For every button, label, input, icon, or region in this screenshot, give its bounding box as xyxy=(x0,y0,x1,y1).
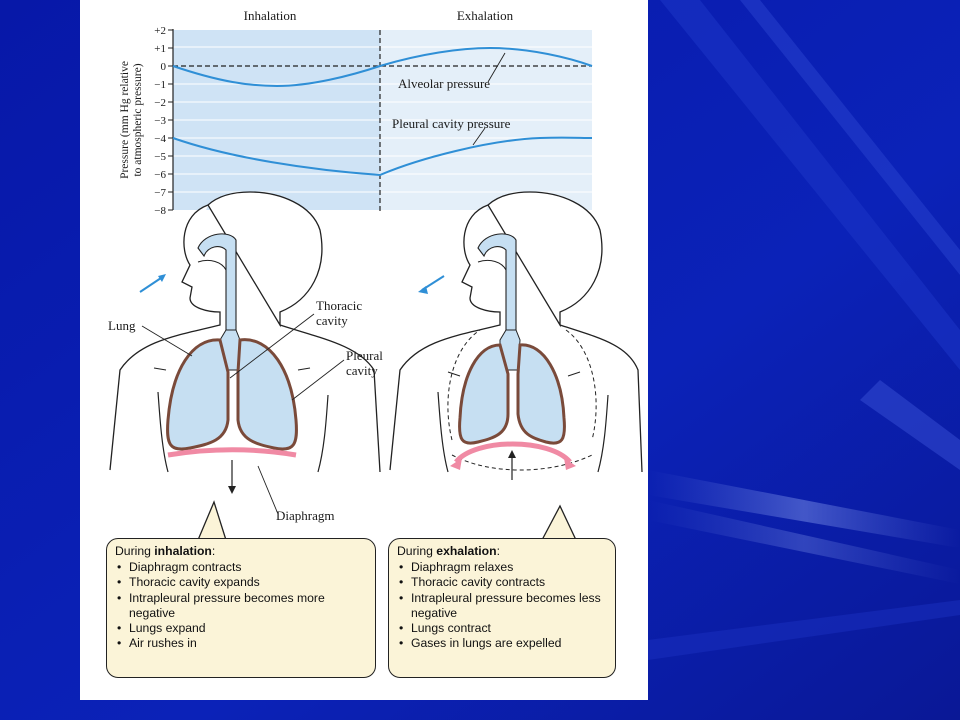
title-prefix: During xyxy=(397,544,437,558)
exhale-left-lung xyxy=(458,343,510,445)
header-exhalation: Exhalation xyxy=(457,8,514,23)
lung-leader-line xyxy=(141,325,193,357)
respiration-diagram: +2 +1 0 −1 −2 −3 −4 −5 −6 −7 −8 Pressure… xyxy=(108,8,643,541)
pleural-pressure-curve xyxy=(172,136,593,177)
exhale-arm-right xyxy=(597,394,609,473)
pressure-graph: +2 +1 0 −1 −2 −3 −4 −5 −6 −7 −8 Pressure… xyxy=(119,8,593,217)
label-diaphragm: Diaphragm xyxy=(276,508,334,523)
header-inhalation: Inhalation xyxy=(244,8,297,23)
inhale-diaphragm xyxy=(167,447,297,458)
list-item: Lungs contract xyxy=(397,621,607,636)
tick-label: −6 xyxy=(154,169,166,181)
label-thoracic-line2: cavity xyxy=(316,313,348,328)
inhale-right-lung xyxy=(236,338,298,451)
y-tick-labels: +2 +1 0 −1 −2 −3 −4 −5 −6 −7 −8 xyxy=(154,25,166,217)
exhale-expanded-outline xyxy=(447,329,597,441)
alveolar-pressure-label: Alveolar pressure xyxy=(398,76,490,91)
pleural-leader-line xyxy=(472,127,486,146)
label-pleural-line1: Pleural xyxy=(346,348,383,363)
exhale-mouth xyxy=(477,259,507,271)
title-prefix: During xyxy=(115,544,155,558)
list-item: Thoracic cavity contracts xyxy=(397,575,607,590)
exhalation-callout-title: During exhalation: xyxy=(397,544,607,559)
label-lung: Lung xyxy=(108,318,136,333)
tick-label: −4 xyxy=(154,133,166,145)
list-item: Intrapleural pressure becomes less negat… xyxy=(397,591,607,621)
exhale-torso-right xyxy=(559,324,643,473)
list-item: Air rushes in xyxy=(115,636,367,651)
inhale-down-arrowhead xyxy=(228,486,236,494)
tick-label: 0 xyxy=(161,61,167,73)
inhale-mouth xyxy=(197,259,227,271)
tick-label: −7 xyxy=(154,187,166,199)
figure-card: +2 +1 0 −1 −2 −3 −4 −5 −6 −7 −8 Pressure… xyxy=(80,0,648,700)
inhale-callout-pointer xyxy=(197,500,227,541)
inhalation-callout-title: During inhalation: xyxy=(115,544,367,559)
inhale-arm-right xyxy=(317,394,329,473)
alveolar-leader-line xyxy=(487,52,506,83)
exhale-head-outline xyxy=(389,191,603,471)
figure-inhalation: Lung Thoracic cavity Pleural cavity Diap… xyxy=(108,191,383,523)
list-item: Thoracic cavity expands xyxy=(115,575,367,590)
inhalation-callout: During inhalation: Diaphragm contracts T… xyxy=(106,538,376,678)
title-bold: exhalation xyxy=(436,544,497,558)
exhale-prev-diaphragm xyxy=(451,454,593,471)
exhale-callout-pointer xyxy=(540,504,578,541)
diaphragm-leader-line xyxy=(257,465,279,515)
figure-exhalation xyxy=(389,191,643,480)
inhalation-callout-list: Diaphragm contracts Thoracic cavity expa… xyxy=(115,560,367,651)
exhalation-callout-list: Diaphragm relaxes Thoracic cavity contra… xyxy=(397,560,607,651)
tick-label: −8 xyxy=(154,205,166,217)
y-axis-label-line2: to atmospheric pressure) xyxy=(132,63,144,176)
inhale-arm-left xyxy=(157,391,169,473)
tick-label: −5 xyxy=(154,151,166,163)
tick-label: +2 xyxy=(154,25,166,37)
exhale-right-lung xyxy=(516,343,566,445)
exhale-diaphragm xyxy=(454,441,572,464)
inhale-air-arrowhead xyxy=(158,274,166,282)
exhale-air-arrowhead xyxy=(418,286,428,294)
list-item: Lungs expand xyxy=(115,621,367,636)
exhale-arm-left xyxy=(437,391,449,473)
y-axis-label: Pressure (mm Hg relative to atmospheric … xyxy=(119,61,144,179)
thoracic-leader-line xyxy=(229,313,315,379)
tick-label: −2 xyxy=(154,97,166,109)
title-suffix: : xyxy=(211,544,216,558)
list-item: Gases in lungs are expelled xyxy=(397,636,607,651)
list-item: Diaphragm contracts xyxy=(115,560,367,575)
exhalation-callout: During exhalation: Diaphragm relaxes Tho… xyxy=(388,538,616,678)
title-suffix: : xyxy=(496,544,500,558)
inhale-left-lung xyxy=(166,338,230,451)
pleural-pressure-label: Pleural cavity pressure xyxy=(392,116,511,131)
y-axis-label-line1: Pressure (mm Hg relative xyxy=(119,61,131,179)
label-pleural-line2: cavity xyxy=(346,363,378,378)
tick-label: −1 xyxy=(154,79,166,91)
inhale-head-outline xyxy=(109,191,323,471)
alveolar-pressure-curve xyxy=(172,46,593,88)
tick-label: +1 xyxy=(154,43,166,55)
exhale-up-arrowhead xyxy=(508,450,516,458)
label-thoracic-line1: Thoracic xyxy=(316,298,362,313)
list-item: Diaphragm relaxes xyxy=(397,560,607,575)
y-axis-ticks xyxy=(168,29,173,211)
tick-label: −3 xyxy=(154,115,166,127)
background-streaks xyxy=(648,0,960,660)
title-bold: inhalation xyxy=(154,544,212,558)
pleural-leader-line-fig xyxy=(291,359,345,401)
list-item: Intrapleural pressure becomes more negat… xyxy=(115,591,367,621)
